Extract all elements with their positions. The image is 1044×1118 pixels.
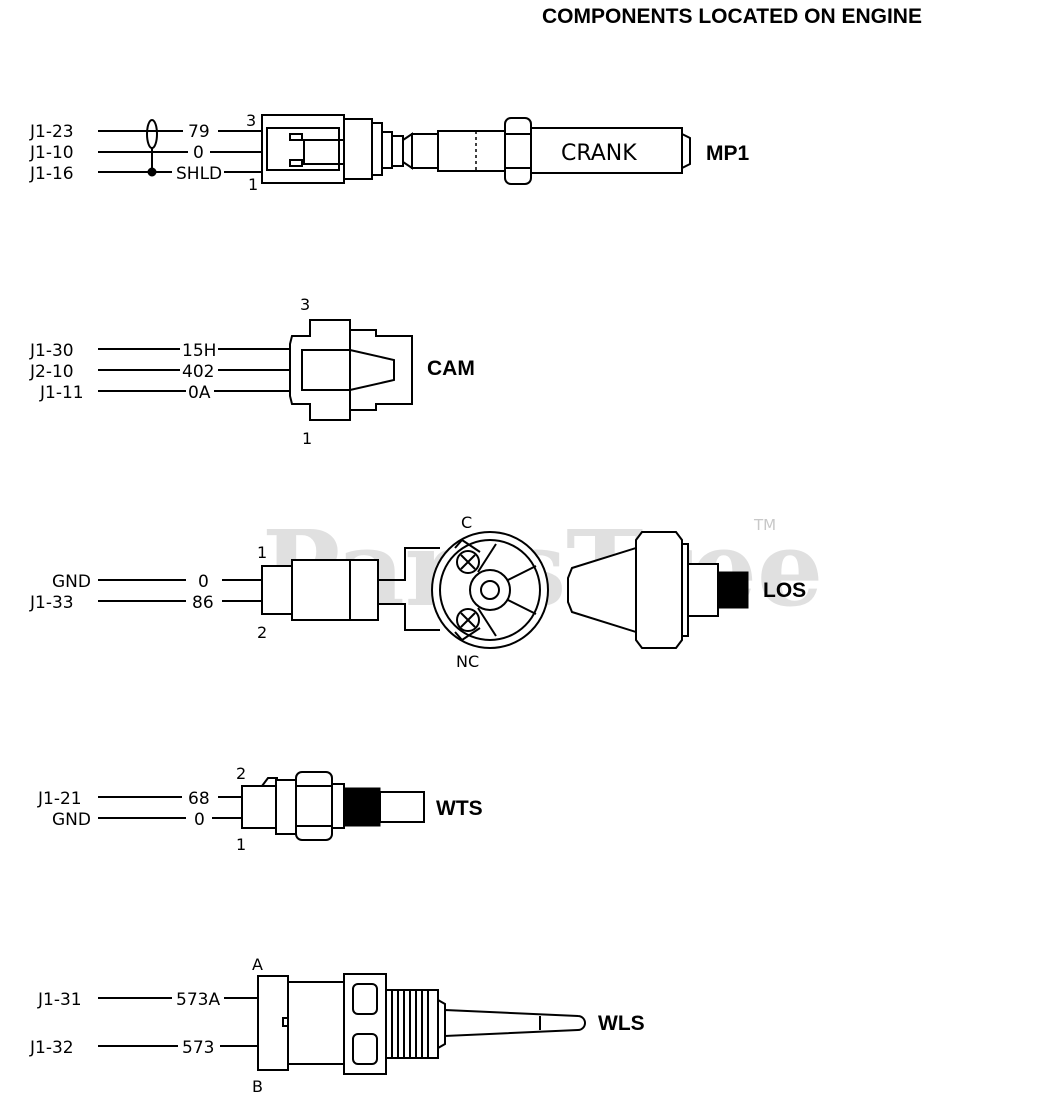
wts-section: J1-21 GND 68 0 2 1 WTS xyxy=(37,764,483,854)
los-wire-number-1: 0 xyxy=(198,572,209,592)
cam-pin-bottom: 1 xyxy=(302,429,312,448)
wls-wire-source-2: J1-32 xyxy=(29,1038,74,1058)
mp1-pin-top: 3 xyxy=(246,111,256,130)
mp1-wire-number-3: SHLD xyxy=(176,164,222,184)
wls-wire-source-1: J1-31 xyxy=(37,990,82,1010)
mp1-wire-source-3: J1-16 xyxy=(29,164,74,184)
cam-wire-source-1: J1-30 xyxy=(29,341,74,361)
wts-pin-bottom: 1 xyxy=(236,835,246,854)
cam-wire-source-2: J2-10 xyxy=(29,362,74,382)
mp1-connector xyxy=(261,114,404,184)
wts-wires xyxy=(98,796,242,819)
los-wire-source-2: J1-33 xyxy=(29,593,74,613)
los-pin-top: 1 xyxy=(257,543,267,562)
mp1-wire-source-2: J1-10 xyxy=(29,143,74,163)
cam-wires xyxy=(98,348,290,392)
cam-section: J1-30 J2-10 J1-11 15H 402 0A 3 1 CAM xyxy=(29,295,475,448)
los-component-label: LOS xyxy=(763,579,806,602)
wls-pin-top: A xyxy=(252,955,263,974)
wts-wire-number-2: 0 xyxy=(194,810,205,830)
wts-wire-number-1: 68 xyxy=(188,789,210,809)
wts-sensor xyxy=(241,771,425,841)
wts-wire-source-2: GND xyxy=(52,810,91,830)
los-pin-bottom: 2 xyxy=(257,623,267,642)
wls-wires xyxy=(98,997,258,1047)
cam-wire-number-2: 402 xyxy=(182,362,214,382)
mp1-pin-bottom: 1 xyxy=(248,175,258,194)
wls-wire-number-1: 573A xyxy=(176,990,220,1010)
cam-pin-top: 3 xyxy=(300,295,310,314)
los-switch-face xyxy=(431,531,549,649)
wls-pin-bottom: B xyxy=(252,1077,263,1096)
wts-wire-source-1: J1-21 xyxy=(37,789,82,809)
cam-wire-source-3: J1-11 xyxy=(39,383,84,403)
los-switch-body xyxy=(567,531,749,649)
los-section: GND J1-33 0 86 1 2 xyxy=(29,513,806,671)
mp1-inner-label: CRANK xyxy=(561,141,637,166)
mp1-section: J1-23 J1-10 J1-16 79 0 SHLD 3 1 xyxy=(29,111,750,194)
cam-wire-number-1: 15H xyxy=(182,341,216,361)
cam-component-label: CAM xyxy=(427,357,475,380)
los-wires xyxy=(98,579,262,602)
cam-wire-number-3: 0A xyxy=(188,383,211,403)
wls-wire-number-2: 573 xyxy=(182,1038,214,1058)
watermark-trademark: TM xyxy=(753,516,776,534)
shield-splice-dot xyxy=(147,167,157,177)
mp1-wire-number-2: 0 xyxy=(193,143,204,163)
cam-connector xyxy=(289,319,413,421)
mp1-component-label: MP1 xyxy=(706,142,750,165)
los-wire-number-2: 86 xyxy=(192,593,214,613)
wts-component-label: WTS xyxy=(436,797,483,820)
wls-sensor xyxy=(257,973,586,1075)
los-contact-nc: NC xyxy=(456,652,479,671)
mp1-sensor-body xyxy=(402,117,691,185)
page-title: COMPONENTS LOCATED ON ENGINE xyxy=(542,5,922,28)
los-wire-source-1: GND xyxy=(52,572,91,592)
mp1-wire-number-1: 79 xyxy=(188,122,210,142)
mp1-wire-source-1: J1-23 xyxy=(29,122,74,142)
los-connector xyxy=(261,547,440,631)
los-contact-c: C xyxy=(461,513,472,532)
wls-component-label: WLS xyxy=(598,1012,645,1035)
wls-section: J1-31 J1-32 573A 573 A B xyxy=(29,955,645,1096)
mp1-wires xyxy=(98,119,262,177)
wts-pin-top: 2 xyxy=(236,764,246,783)
